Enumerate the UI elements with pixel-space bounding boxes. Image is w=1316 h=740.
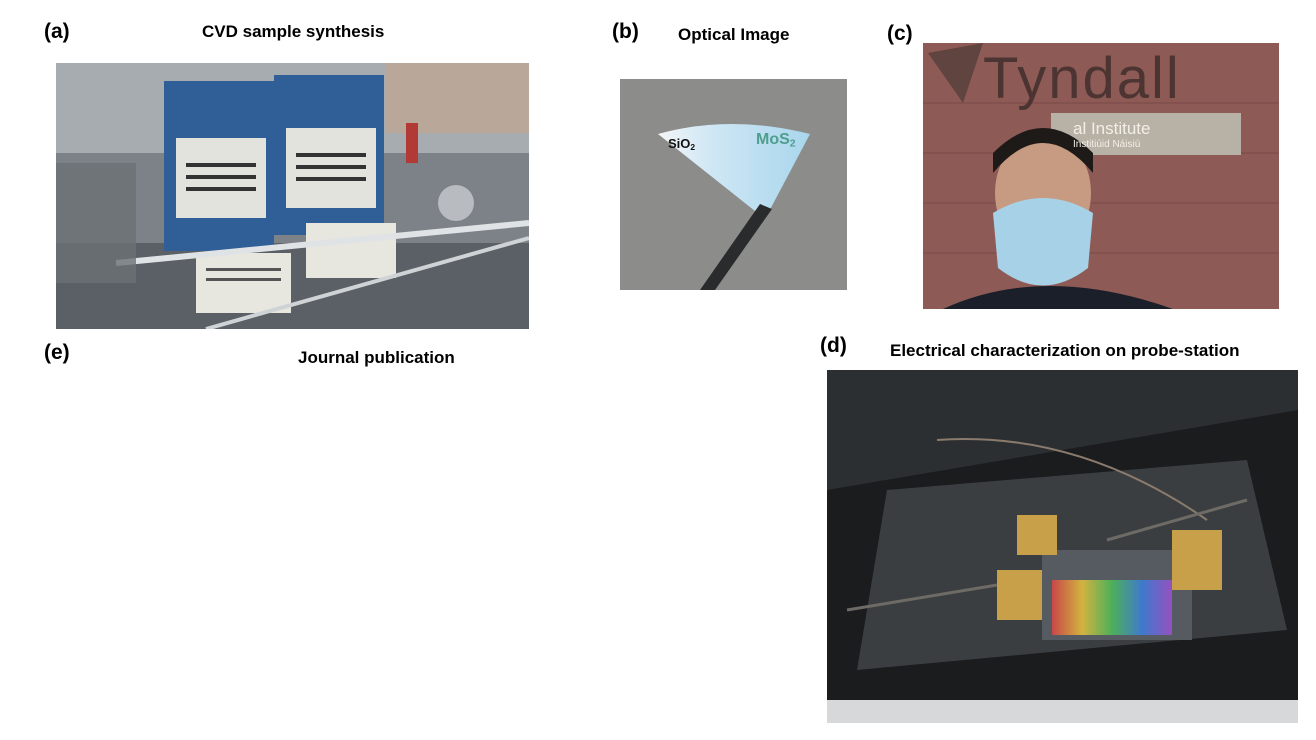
- panel-b-title: Optical Image: [678, 25, 790, 44]
- panel-e-title: Journal publication: [298, 348, 455, 367]
- probe-station-photo: [827, 370, 1298, 723]
- tyndall-selfie-photo: Tyndall al Institute Institiúid Náisiú: [923, 43, 1279, 309]
- cvd-furnace-photo: [56, 63, 529, 329]
- panel-b-label: (b): [612, 20, 639, 43]
- panel-a-title: CVD sample synthesis: [202, 22, 385, 41]
- panel-d-title: Electrical characterization on probe-sta…: [890, 341, 1240, 360]
- sign-main-text: Tyndall: [983, 46, 1181, 111]
- panel-e-label: (e): [44, 341, 70, 364]
- mos2-annotation: MoS2: [756, 131, 796, 150]
- panel-c-label: (c): [887, 22, 913, 45]
- panel-a-label: (a): [44, 20, 70, 43]
- panel-d-label: (d): [820, 334, 847, 357]
- sio2-annotation: SiO2: [668, 136, 696, 153]
- optical-wafer-photo: SiO2 MoS2: [620, 79, 847, 290]
- sign-sub-text-2: Institiúid Náisiú: [1073, 139, 1141, 150]
- sign-sub-text-1: al Institute: [1073, 119, 1151, 138]
